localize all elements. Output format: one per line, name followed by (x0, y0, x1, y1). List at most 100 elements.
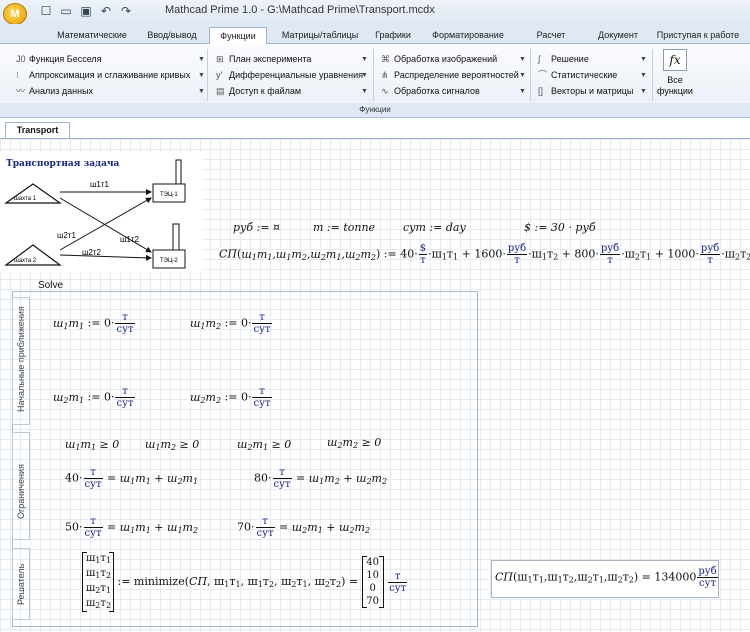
constraints-label: Ограничения (16, 464, 26, 519)
tab-plots[interactable]: Графики (375, 30, 411, 40)
edge-21 (59, 197, 152, 251)
save-icon[interactable]: ▣ (80, 4, 92, 18)
solve-button[interactable]: ∫Решение▼ (538, 52, 647, 67)
def-rub[interactable]: руб := ¤ (233, 221, 281, 234)
ribbon-tab-bar: Математические Ввод/вывод Функции Матриц… (0, 24, 750, 44)
transport-diagram-image: Транспортная задача шахта 1 шахта 2 ТЭЦ-… (0, 152, 202, 272)
all-functions-icon[interactable]: fx (663, 49, 687, 71)
mine-1-triangle (4, 183, 62, 204)
plant-2-chimney (172, 223, 180, 250)
ode-icon: y' (216, 70, 223, 80)
doe-icon: ⊞ (216, 54, 224, 64)
plant-2-label: ТЭЦ-2 (160, 258, 178, 264)
chevron-down-icon: ▼ (519, 88, 526, 95)
signal-processing-button[interactable]: ∿Обработка сигналов▼ (381, 84, 526, 99)
mine-2-label: шахта 2 (14, 258, 37, 264)
cost-function-definition[interactable]: СП(ш1m1,ш1т2,ш2т1,ш2т2) := 40·$т·ш1т1 + … (219, 243, 750, 266)
def-dollar[interactable]: $ := 30 · руб (524, 221, 596, 234)
constraint-nonneg-22[interactable]: ш2m2 ≥ 0 (327, 436, 382, 450)
tab-matrices[interactable]: Матрицы/таблицы (281, 30, 359, 40)
file-access-icon: ▤ (216, 86, 225, 96)
diagram-title: Транспортная задача (6, 159, 120, 169)
mathcad-logo-icon[interactable]: M (3, 3, 27, 25)
tab-math[interactable]: Математические (57, 30, 127, 40)
chevron-down-icon: ▼ (640, 56, 647, 63)
curve-fitting-button[interactable]: ⁝Аппроксимация и сглаживание кривых▼ (16, 68, 205, 83)
image-processing-icon: ⌘ (381, 54, 390, 64)
result-region[interactable] (491, 560, 719, 598)
solver-region (12, 548, 30, 620)
def-sut[interactable]: сут := day (403, 221, 466, 234)
def-tonne[interactable]: m := tonne (313, 221, 376, 234)
edge-label-22: ш2т2 (82, 248, 102, 257)
vectors-matrices-button[interactable]: []Векторы и матрицы▼ (538, 84, 647, 99)
image-processing-button[interactable]: ⌘Обработка изображений▼ (381, 52, 526, 67)
file-access-button[interactable]: ▤Доступ к файлам▼ (216, 84, 368, 99)
constraint-nonneg-11[interactable]: ш1m1 ≥ 0 (65, 438, 120, 452)
solver-label: Решатель (16, 563, 26, 605)
chevron-down-icon: ▼ (198, 88, 205, 95)
constraint-nonneg-12[interactable]: ш1m2 ≥ 0 (145, 438, 200, 452)
initial-guesses-label: Начальные приближения (16, 306, 26, 412)
tab-document[interactable]: Документ (598, 30, 638, 40)
chevron-down-icon: ▼ (361, 56, 368, 63)
window-title: Mathcad Prime 1.0 - G:\Mathcad Prime\Tra… (165, 4, 435, 16)
design-of-experiments-button[interactable]: ⊞План эксперимента▼ (216, 52, 368, 67)
open-folder-icon[interactable]: ▭ (60, 4, 72, 18)
plant-2-box (152, 249, 186, 269)
chevron-down-icon: ▼ (361, 72, 368, 79)
distribution-icon: ⋔ (381, 70, 389, 80)
tab-functions[interactable]: Функции (209, 27, 267, 44)
mine-1-label: шахта 1 (14, 196, 37, 202)
tab-calculation[interactable]: Расчет (536, 30, 566, 40)
title-bar: M ☐ ▭ ▣ ↶ ↷ Mathcad Prime 1.0 - G:\Mathc… (0, 0, 750, 25)
chevron-down-icon: ▼ (519, 56, 526, 63)
document-tab-transport[interactable]: Transport (5, 122, 70, 138)
bessel-icon: J0 (16, 54, 26, 64)
new-document-icon[interactable]: ☐ (40, 4, 52, 18)
chevron-down-icon: ▼ (198, 72, 205, 79)
plant-1-chimney (175, 159, 182, 184)
solve-icon: ∫ (538, 54, 541, 64)
initial-guesses-region (12, 297, 30, 425)
signal-icon: ∿ (381, 86, 389, 96)
tab-io[interactable]: Ввод/вывод (147, 30, 197, 40)
edge-label-11: ш1т1 (90, 180, 110, 189)
matrix-icon: [] (538, 86, 544, 96)
undo-icon[interactable]: ↶ (100, 4, 112, 18)
plant-1-box (152, 183, 186, 203)
differential-equations-button[interactable]: y'Дифференциальные уравнения▼ (216, 68, 368, 83)
statistics-button[interactable]: ⌒Статистические▼ (538, 68, 647, 83)
tab-getting-started[interactable]: Приступая к работе (656, 30, 740, 40)
data-analysis-button[interactable]: 〰Анализ данных▼ (16, 84, 205, 99)
chevron-down-icon: ▼ (198, 56, 205, 63)
ribbon-group-label: Функции (0, 103, 750, 117)
constraints-region (12, 432, 30, 540)
constraint-nonneg-21[interactable]: ш2m1 ≥ 0 (237, 438, 292, 452)
redo-icon[interactable]: ↷ (120, 4, 132, 18)
edge-label-12: ш1т2 (120, 235, 140, 244)
statistics-icon: ⌒ (538, 70, 548, 80)
tab-formatting[interactable]: Форматирование (432, 30, 504, 40)
plant-1-label: ТЭЦ-1 (160, 192, 178, 198)
chevron-down-icon: ▼ (640, 72, 647, 79)
probability-distributions-button[interactable]: ⋔Распределение вероятностей▼ (381, 68, 526, 83)
ribbon-separator (207, 49, 208, 101)
curve-fit-icon: ⁝ (16, 70, 19, 80)
edge-label-21: ш2т1 (57, 231, 77, 240)
chevron-down-icon: ▼ (519, 72, 526, 79)
transport-diagram-svg: Транспортная задача шахта 1 шахта 2 ТЭЦ-… (4, 159, 186, 269)
